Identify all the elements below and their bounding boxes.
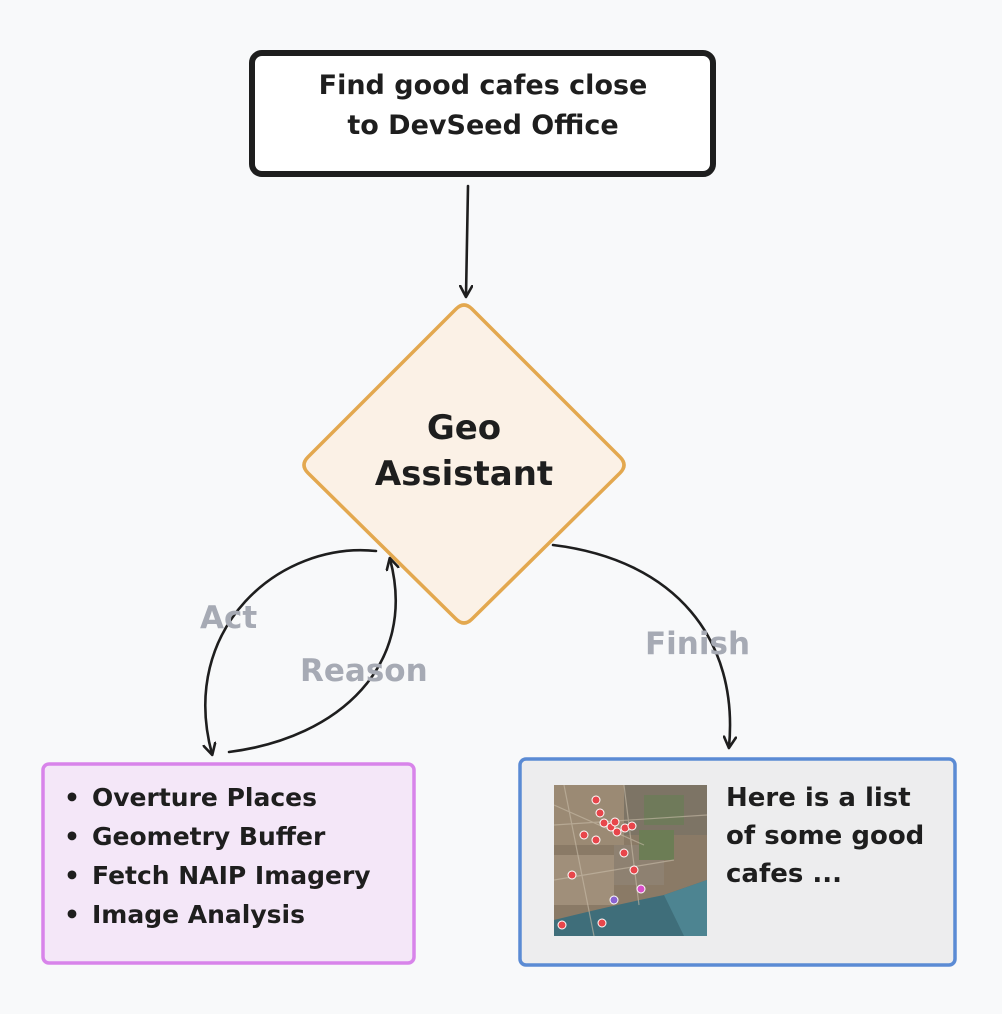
- reason-arrow: [227, 559, 396, 754]
- tool-item-image-analysis: Image Analysis: [64, 895, 371, 934]
- tools-list: Overture Places Geometry Buffer Fetch NA…: [64, 778, 371, 934]
- satellite-map-thumbnail: [554, 785, 707, 936]
- reason-label: Reason: [300, 653, 428, 689]
- result-text: Here is a list of some good cafes ...: [726, 783, 925, 889]
- geo-assistant-label: Geo Assistant: [374, 408, 554, 494]
- query-box: [249, 50, 716, 177]
- finish-arrow: [551, 543, 730, 747]
- map-icon: [554, 785, 707, 936]
- act-label: Act: [200, 600, 258, 636]
- query-to-assistant-arrow: [466, 184, 468, 296]
- act-arrow: [205, 548, 378, 754]
- assistant-diamond: [302, 303, 626, 625]
- tool-item-fetch-naip-imagery: Fetch NAIP Imagery: [64, 856, 371, 895]
- finish-label: Finish: [645, 626, 751, 662]
- tool-item-overture-places: Overture Places: [64, 778, 371, 817]
- tool-item-geometry-buffer: Geometry Buffer: [64, 817, 371, 856]
- query-text: Find good cafes close to DevSeed Office: [318, 70, 648, 141]
